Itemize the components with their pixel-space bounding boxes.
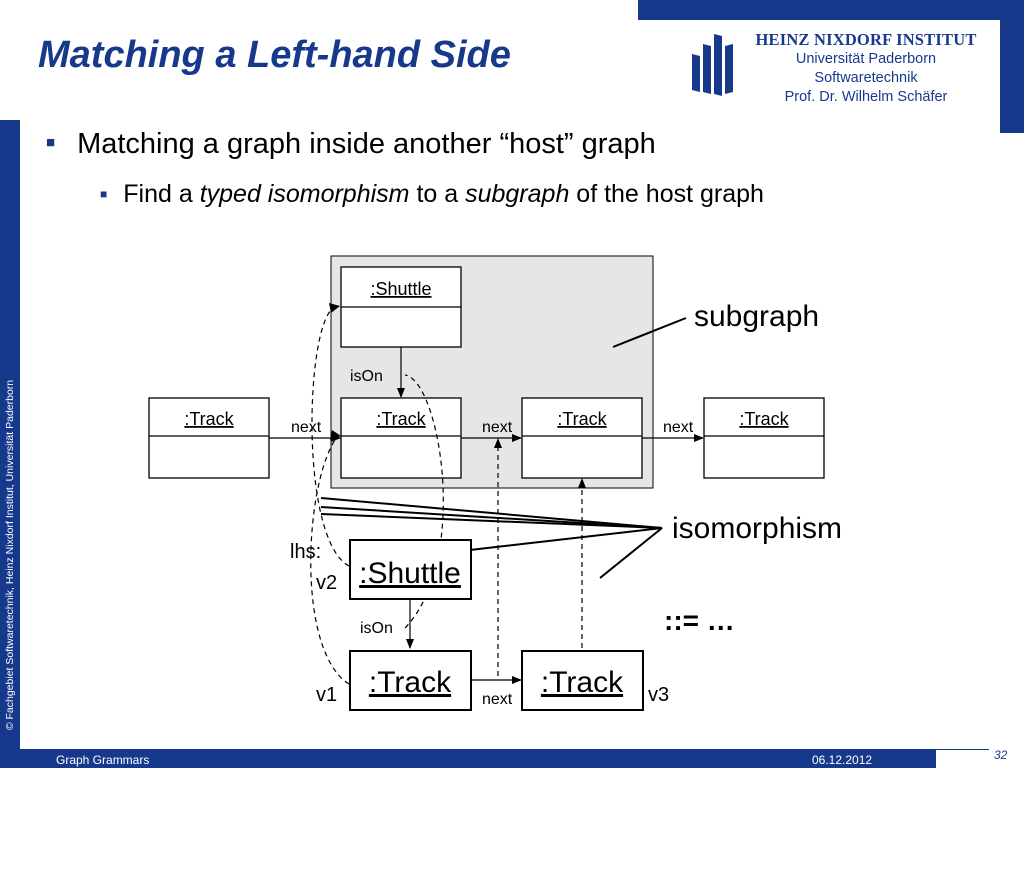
host-shuttle-node: :Shuttle [340, 266, 462, 348]
logo-university: Universität Paderborn [795, 51, 937, 67]
logo-professor: Prof. Dr. Wilhelm Schäfer [784, 89, 948, 105]
host-ison-label: isOn [350, 368, 383, 385]
bullet-square-icon: ■ [100, 187, 108, 201]
lhs-shuttle-label: :Shuttle [359, 557, 461, 590]
logo-institute-name: HEINZ NIXDORF INSTITUT [755, 30, 977, 49]
bullet-text-part: of the host graph [569, 180, 764, 208]
lhs-next-label: next [482, 691, 513, 708]
subgraph-pointer-line [612, 317, 687, 348]
variable-v3-label: v3 [648, 684, 669, 706]
host-track-label-2: :Track [376, 409, 426, 429]
isomorphism-fan-lines [320, 497, 663, 579]
bullet-text-part: to a [409, 180, 466, 208]
isomorphism-label: isomorphism [672, 512, 842, 545]
graph-matching-diagram: :Shuttle :Track :Track :Track :Track isO… [148, 255, 842, 711]
lhs-ison-label: isOn [360, 620, 393, 637]
host-track-label-1: :Track [184, 409, 234, 429]
footer-divider [709, 749, 989, 750]
bullet-emphasis: typed isomorphism [199, 180, 410, 208]
lhs-track-node-1: :Track [349, 650, 472, 711]
mapping-arrowheads [329, 303, 586, 488]
mapping-arc-track-1 [310, 436, 350, 685]
footer-page-area [936, 749, 1024, 768]
host-track-node-1: :Track [148, 397, 270, 479]
production-label: ::= … [664, 605, 735, 636]
left-side-bar [0, 120, 20, 768]
footer-band [20, 749, 1024, 768]
bullet-emphasis: subgraph [465, 180, 570, 208]
subgraph-label: subgraph [694, 300, 819, 333]
bullet-text-part: Find a [123, 180, 200, 208]
variable-v1-label: v1 [316, 684, 337, 706]
header-right-bar [1000, 0, 1024, 133]
header-accent-bar [638, 0, 1024, 20]
lhs-label: lhs: [290, 541, 321, 563]
footer-date: 06.12.2012 [812, 753, 873, 767]
logo-department: Softwaretechnik [814, 70, 918, 86]
host-track-node-3: :Track [521, 397, 643, 479]
host-next-label-3: next [663, 419, 694, 436]
host-next-label-2: next [482, 419, 513, 436]
lhs-track-node-2: :Track [521, 650, 644, 711]
host-next-label-1: next [291, 419, 322, 436]
host-track-label-3: :Track [557, 409, 607, 429]
lhs-track-label-2: :Track [541, 666, 624, 699]
footer-course-title: Graph Grammars [56, 753, 150, 767]
institute-logo-icon [692, 34, 733, 96]
bullet-level-2: ■Find a typed isomorphism to a subgraph … [100, 180, 764, 209]
host-track-node-2: :Track [340, 397, 462, 479]
host-track-label-4: :Track [739, 409, 789, 429]
logo [688, 28, 988, 112]
bullet-square-icon: ■ [46, 134, 56, 151]
variable-v2-label: v2 [316, 572, 337, 594]
bullet-level-1: ■ Matching a graph inside another “host” … [46, 128, 656, 161]
bullet-text: Matching a graph inside another “host” g… [77, 128, 656, 160]
mapping-arc-shuttle [311, 307, 350, 567]
host-shuttle-label: :Shuttle [370, 279, 431, 299]
lhs-track-label-1: :Track [369, 666, 452, 699]
footer-page-number: 32 [994, 748, 1008, 762]
slide-title: Matching a Left-hand Side [38, 34, 511, 76]
logo-text: HEINZ NIXDORF INSTITUT Universität Pader… [736, 30, 996, 107]
lhs-shuttle-node: :Shuttle [349, 539, 472, 600]
host-track-node-4: :Track [703, 397, 825, 479]
